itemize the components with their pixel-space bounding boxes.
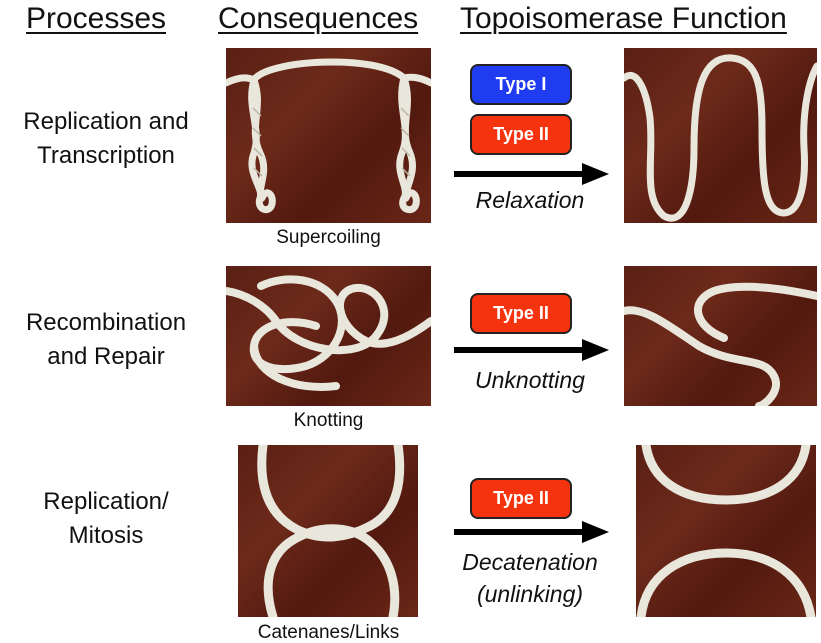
caption-knotting: Knotting — [226, 410, 431, 432]
process-replication-mitosis: Replication/ Mitosis — [0, 485, 212, 553]
action-line: (unlinking) — [440, 578, 620, 610]
badge-type-i: Type I — [470, 64, 572, 105]
catenated-rope-drawing — [238, 445, 418, 617]
arrow-relaxation — [454, 163, 609, 185]
process-line: Mitosis — [0, 519, 212, 553]
decatenated-photo — [636, 445, 816, 617]
knotted-rope-drawing — [226, 266, 431, 406]
arrow-unknotting — [454, 339, 609, 361]
action-line: Unknotting — [440, 366, 620, 394]
relaxed-rope-drawing — [624, 48, 817, 223]
action-unknotting: Unknotting — [440, 366, 620, 394]
relaxed-photo — [624, 48, 817, 223]
process-line: and Repair — [0, 340, 212, 374]
action-line: Relaxation — [440, 186, 620, 214]
process-replication-transcription: Replication and Transcription — [0, 105, 212, 173]
process-line: Replication/ — [0, 485, 212, 519]
header-consequences: Consequences — [218, 2, 418, 36]
badge-type-ii: Type II — [470, 293, 572, 334]
decatenated-rope-drawing — [636, 445, 816, 617]
caption-catenanes: Catenanes/Links — [226, 622, 431, 643]
process-line: Recombination — [0, 306, 212, 340]
action-decatenation: Decatenation (unlinking) — [440, 546, 620, 610]
knotting-photo — [226, 266, 431, 406]
arrow-decatenation — [454, 521, 609, 543]
badge-type-ii: Type II — [470, 114, 572, 155]
action-relaxation: Relaxation — [440, 186, 620, 214]
process-line: Transcription — [0, 139, 212, 173]
action-line: Decatenation — [440, 546, 620, 578]
process-recombination-repair: Recombination and Repair — [0, 306, 212, 374]
badge-type-ii: Type II — [470, 478, 572, 519]
header-processes: Processes — [26, 2, 166, 36]
catenanes-photo — [238, 445, 418, 617]
process-line: Replication and — [0, 105, 212, 139]
supercoiling-photo — [226, 48, 431, 223]
supercoiled-rope-drawing — [226, 48, 431, 223]
caption-supercoiling: Supercoiling — [226, 227, 431, 249]
unknotted-photo — [624, 266, 817, 406]
header-topoisomerase-function: Topoisomerase Function — [460, 2, 787, 36]
unknotted-rope-drawing — [624, 266, 817, 406]
